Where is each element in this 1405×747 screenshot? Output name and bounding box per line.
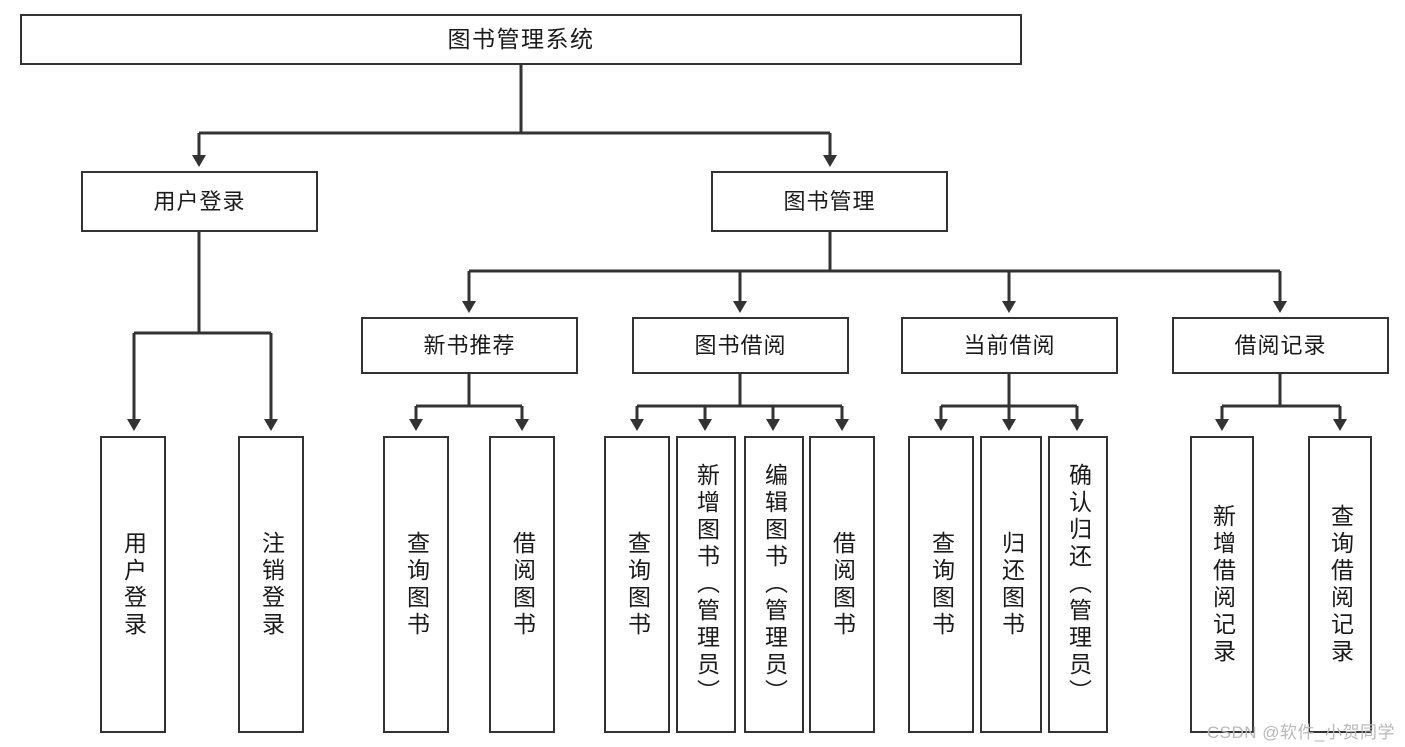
node-new-book-rec[interactable]: 新书推荐	[361, 317, 578, 374]
node-leaf-borrow-query-label: 查询图书	[624, 530, 651, 639]
node-leaf-add-record-label: 新增借阅记录	[1209, 503, 1236, 666]
node-leaf-query-record[interactable]: 查询借阅记录	[1308, 436, 1372, 733]
node-leaf-add-record[interactable]: 新增借阅记录	[1190, 436, 1254, 733]
watermark: CSDN @软件_小贺同学	[1206, 723, 1395, 742]
node-new-book-rec-label: 新书推荐	[423, 332, 516, 358]
node-leaf-logout-label: 注销登录	[258, 530, 285, 639]
node-leaf-borrow-book-label: 借阅图书	[829, 530, 856, 639]
node-borrow-record[interactable]: 借阅记录	[1172, 317, 1389, 374]
node-current-borrow[interactable]: 当前借阅	[901, 317, 1118, 374]
node-leaf-confirm-return-label: 确认归还（管理员）	[1065, 463, 1092, 706]
node-leaf-borrow-query[interactable]: 查询图书	[604, 436, 670, 733]
node-user-login[interactable]: 用户登录	[81, 171, 318, 232]
node-book-manage-label: 图书管理	[783, 188, 876, 214]
node-leaf-edit-book-label: 编辑图书（管理员）	[761, 463, 788, 706]
node-leaf-logout[interactable]: 注销登录	[238, 436, 304, 733]
node-book-manage[interactable]: 图书管理	[711, 171, 948, 232]
node-leaf-user-login[interactable]: 用户登录	[100, 436, 166, 733]
node-leaf-return-book[interactable]: 归还图书	[980, 436, 1042, 733]
node-current-borrow-label: 当前借阅	[963, 332, 1056, 358]
node-book-borrow[interactable]: 图书借阅	[632, 317, 849, 374]
node-leaf-rec-query[interactable]: 查询图书	[383, 436, 449, 733]
node-root-label: 图书管理系统	[447, 25, 595, 52]
node-leaf-rec-borrow[interactable]: 借阅图书	[489, 436, 555, 733]
node-root[interactable]: 图书管理系统	[20, 14, 1022, 65]
node-leaf-rec-borrow-label: 借阅图书	[509, 530, 536, 639]
node-leaf-cur-query[interactable]: 查询图书	[908, 436, 974, 733]
node-borrow-record-label: 借阅记录	[1234, 332, 1327, 358]
node-leaf-add-book-label: 新增图书（管理员）	[693, 463, 720, 706]
node-user-login-label: 用户登录	[153, 188, 246, 214]
node-leaf-borrow-book[interactable]: 借阅图书	[809, 436, 875, 733]
node-leaf-add-book[interactable]: 新增图书（管理员）	[676, 436, 736, 733]
node-leaf-return-book-label: 归还图书	[998, 530, 1025, 639]
node-book-borrow-label: 图书借阅	[694, 332, 787, 358]
node-leaf-cur-query-label: 查询图书	[928, 530, 955, 639]
node-leaf-edit-book[interactable]: 编辑图书（管理员）	[744, 436, 804, 733]
node-leaf-confirm-return[interactable]: 确认归还（管理员）	[1048, 436, 1108, 733]
node-leaf-user-login-label: 用户登录	[120, 530, 147, 639]
node-leaf-rec-query-label: 查询图书	[403, 530, 430, 639]
node-leaf-query-record-label: 查询借阅记录	[1327, 503, 1354, 666]
